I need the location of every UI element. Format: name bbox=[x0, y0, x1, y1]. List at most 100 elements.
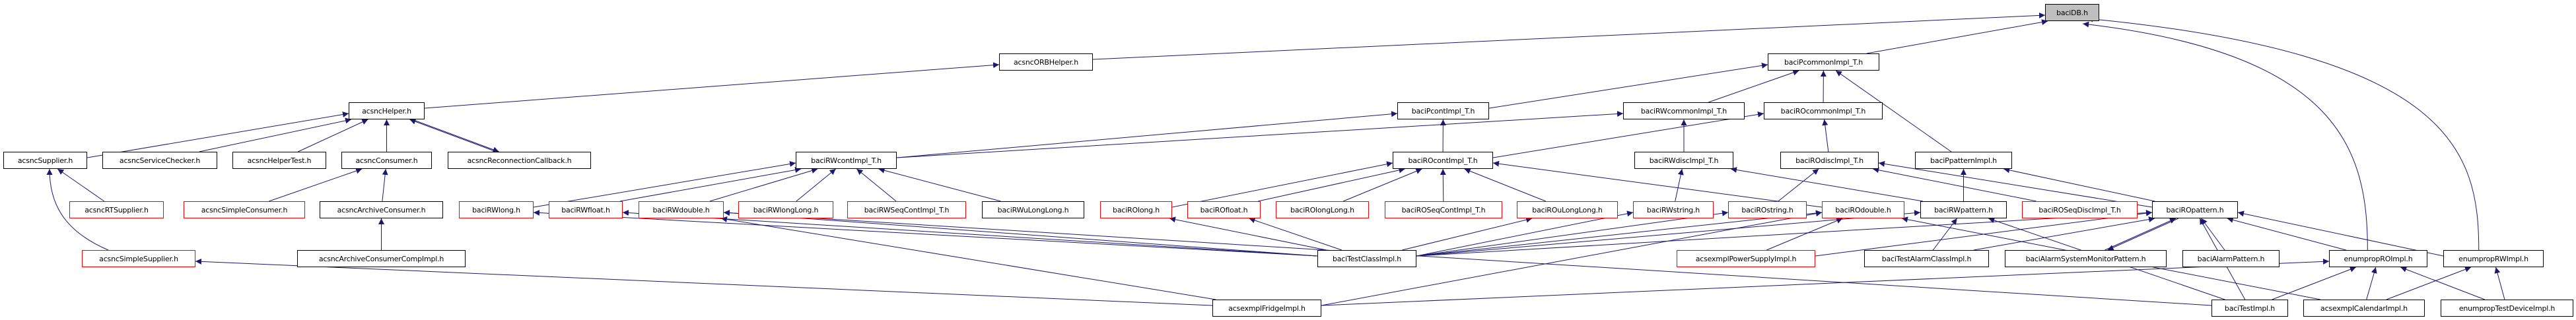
graph-node-bacirwulonglong[interactable]: baciRWuLongLong.h bbox=[982, 201, 1084, 218]
graph-node-enumproproimpl[interactable]: enumpropROImpl.h bbox=[2329, 250, 2427, 267]
edge-enumproproimpl-to-bacidb bbox=[2083, 21, 2368, 251]
graph-node-bacirwstring[interactable]: baciRWstring.h bbox=[1633, 201, 1714, 218]
graph-node-acsncsupplier[interactable]: acsncSupplier.h bbox=[3, 152, 87, 169]
edge-acsexmplcalendarimpl-to-enumproprwimpl bbox=[2386, 267, 2472, 300]
graph-node-bacitestclassimpl[interactable]: baciTestClassImpl.h bbox=[1317, 250, 1416, 267]
edge-acsncorbhelper-to-bacidb bbox=[1092, 12, 2046, 60]
graph-node-bacipcontimpl[interactable]: baciPcontImpl_T.h bbox=[1397, 102, 1489, 119]
graph-node-bacirwseqcontimpl[interactable]: baciRWSeqContImpl_T.h bbox=[847, 201, 966, 218]
graph-node-bacialarmpattern[interactable]: baciAlarmPattern.h bbox=[2182, 250, 2280, 267]
graph-node-baciroseqcontimpl[interactable]: baciROSeqContImpl_T.h bbox=[1385, 201, 1502, 218]
edge-bacirwcommonimpl-to-bacipcommonimpl bbox=[1708, 69, 1799, 103]
graph-node-bacirolonglong[interactable]: baciROlongLong.h bbox=[1276, 201, 1369, 218]
edge-bacirwlonglong-to-bacirwcontimpl bbox=[796, 168, 836, 202]
edge-baciropattern-to-bacirodiscimpl bbox=[1878, 160, 2153, 208]
edge-acsncrtsupplier-to-acsncsupplier bbox=[57, 168, 105, 202]
edge-bacirwfloat-to-bacirwcontimpl bbox=[619, 167, 802, 202]
graph-node-bacirwcommonimpl[interactable]: baciRWcommonImpl_T.h bbox=[1623, 102, 1745, 119]
graph-node-bacirwdiscimpl[interactable]: baciRWdiscImpl_T.h bbox=[1634, 152, 1733, 169]
graph-node-bacirwlonglong[interactable]: baciRWlongLong.h bbox=[738, 201, 833, 218]
edge-acsnchelper-to-acsncreconnectioncallback bbox=[412, 119, 499, 153]
edge-bacialarmsystemmonitorpattern-to-baciropattern bbox=[2105, 218, 2176, 251]
edge-acsexmplfridgeimpl-to-acsncsimplesupplier bbox=[195, 258, 1213, 306]
edge-acsexmplpowersupplyimpl-to-bacirodouble bbox=[1766, 218, 1843, 251]
edge-acsncservicechecker-to-acsnchelper bbox=[199, 117, 352, 152]
graph-node-bacirocommonimpl[interactable]: baciROcommonImpl_T.h bbox=[1764, 102, 1883, 119]
graph-node-bacirwdouble[interactable]: baciRWdouble.h bbox=[639, 201, 724, 218]
edge-baciropattern-to-bacialarmsystemmonitorpattern bbox=[2107, 218, 2179, 251]
graph-node-acsexmplpowersupplyimpl[interactable]: acsexmplPowerSupplyImpl.h bbox=[1677, 250, 1815, 267]
edge-bacirwcontimpl-to-bacirwcommonimpl bbox=[896, 111, 1624, 158]
edge-bacitestclassimpl-to-bacirolong bbox=[1169, 216, 1327, 251]
graph-node-baciropattern[interactable]: baciROpattern.h bbox=[2152, 201, 2238, 218]
edge-bacippatternimpl-to-bacipcommonimpl bbox=[1835, 70, 1952, 152]
graph-node-acsncsimpleconsumer[interactable]: acsncSimpleConsumer.h bbox=[184, 201, 305, 218]
graph-node-bacirwcontimpl[interactable]: baciRWcontImpl_T.h bbox=[796, 152, 897, 169]
edge-enumproprwimpl-to-bacidb bbox=[2087, 16, 2480, 251]
graph-node-bacirwfloat[interactable]: baciRWfloat.h bbox=[549, 201, 623, 218]
edge-enumproptestdeviceimpl-to-enumproproimpl bbox=[2400, 267, 2485, 300]
edge-bacitestclassimpl-to-bacirostring bbox=[1416, 210, 1729, 257]
graph-node-enumproprwimpl[interactable]: enumpropRWImpl.h bbox=[2443, 250, 2544, 267]
graph-node-bacitestalarmclassimpl[interactable]: baciTestAlarmClassImpl.h bbox=[1864, 250, 1989, 267]
graph-node-acsncconsumer[interactable]: acsncConsumer.h bbox=[341, 152, 432, 169]
graph-node-enumproptestdeviceimpl[interactable]: enumpropTestDeviceImpl.h bbox=[2441, 300, 2573, 317]
edge-acsnchelper-to-acsncorbhelper bbox=[424, 62, 1000, 109]
edge-bacipcommonimpl-to-bacidb bbox=[1866, 19, 2048, 54]
graph-node-bacialarmsystemmonitorpattern[interactable]: baciAlarmSystemMonitorPattern.h bbox=[2005, 250, 2167, 267]
graph-node-acsncrtsupplier[interactable]: acsncRTSupplier.h bbox=[69, 201, 164, 218]
graph-node-baciroulonglong[interactable]: baciROuLongLong.h bbox=[1517, 201, 1618, 218]
graph-node-acsnchelpertest[interactable]: acsncHelperTest.h bbox=[232, 152, 326, 169]
graph-node-bacipcommonimpl[interactable]: baciPcommonImpl_T.h bbox=[1768, 53, 1879, 71]
graph-node-bacirolong[interactable]: baciROlong.h bbox=[1100, 201, 1172, 218]
edge-baciroulonglong-to-bacirocontimpl bbox=[1464, 168, 1547, 202]
edge-bacipcontimpl-to-bacipcommonimpl bbox=[1488, 62, 1768, 109]
edge-bacitestclassimpl-to-bacirwpattern bbox=[1416, 210, 1921, 257]
edge-bacitestclassimpl-to-bacirofloat bbox=[1249, 217, 1342, 251]
edge-bacirwdouble-to-bacirwcontimpl bbox=[709, 168, 818, 202]
edge-bacirwlong-to-bacirwcontimpl bbox=[533, 161, 796, 208]
edge-bacirwstring-to-bacirwdiscimpl bbox=[1675, 168, 1684, 202]
edge-baciropattern-to-bacippatternimpl bbox=[2003, 167, 2155, 202]
edge-bacitestclassimpl-to-bacirwdouble bbox=[723, 210, 1318, 257]
edge-bacirofloat-to-bacirocontimpl bbox=[1257, 167, 1405, 202]
graph-node-baciroseqdiscimpl[interactable]: baciROSeqDiscImpl_T.h bbox=[2022, 201, 2138, 218]
graph-node-acsnchelper[interactable]: acsncHelper.h bbox=[349, 102, 425, 119]
edge-acsexmplfridgeimpl-to-bacirodouble bbox=[1321, 210, 1823, 306]
graph-node-acsexmplcalendarimpl[interactable]: acsexmplCalendarImpl.h bbox=[2303, 300, 2425, 317]
graph-node-acsncorbhelper[interactable]: acsncORBHelper.h bbox=[999, 53, 1093, 71]
edge-bacirocontimpl-to-bacirocommonimpl bbox=[1492, 112, 1764, 158]
graph-node-bacirofloat[interactable]: baciROfloat.h bbox=[1187, 201, 1261, 218]
graph-node-bacidb: baciDB.h bbox=[2045, 4, 2099, 21]
graph-node-bacippatternimpl[interactable]: baciPpatternImpl.h bbox=[1915, 152, 2012, 169]
edge-enumproprwimpl-to-baciropattern bbox=[2237, 210, 2444, 257]
edge-baciroseqcontimpl-to-bacirocontimpl bbox=[1440, 168, 1446, 202]
graph-node-acsncarchiveconsumer[interactable]: acsncArchiveConsumer.h bbox=[320, 201, 443, 218]
graph-node-acsexmplfridgeimpl[interactable]: acsexmplFridgeImpl.h bbox=[1212, 300, 1321, 317]
graph-node-bacitestimpl[interactable]: baciTestImpl.h bbox=[2211, 300, 2288, 317]
graph-node-bacirodouble[interactable]: baciROdouble.h bbox=[1822, 201, 1904, 218]
edge-bacitestalarmclassimpl-to-bacirwpattern bbox=[1932, 218, 1958, 251]
edge-acsnchelpertest-to-acsnchelper bbox=[297, 119, 368, 152]
edge-bacitestclassimpl-to-baciroulonglong bbox=[1402, 216, 1533, 251]
graph-node-bacirocontimpl[interactable]: baciROcontImpl_T.h bbox=[1393, 152, 1493, 169]
edge-bacirodiscimpl-to-bacirocommonimpl bbox=[1822, 119, 1829, 152]
edge-bacirwulonglong-to-bacirwcontimpl bbox=[878, 167, 1001, 202]
graph-node-acsncsimplesupplier[interactable]: acsncSimpleSupplier.h bbox=[82, 250, 195, 267]
graph-node-acsncservicechecker[interactable]: acsncServiceChecker.h bbox=[102, 152, 217, 169]
graph-node-bacirwlong[interactable]: baciRWlong.h bbox=[459, 201, 534, 218]
graph-node-acsncreconnectioncallback[interactable]: acsncReconnectionCallback.h bbox=[448, 152, 591, 169]
graph-node-bacirwpattern[interactable]: baciRWpattern.h bbox=[1920, 201, 2007, 218]
edge-acsncsimpleconsumer-to-acsncconsumer bbox=[269, 168, 363, 202]
graph-node-acsncarchiveconsumercompimpl[interactable]: acsncArchiveConsumerCompImpl.h bbox=[297, 250, 466, 267]
graph-node-bacirostring[interactable]: baciROstring.h bbox=[1728, 201, 1807, 218]
edge-bacirolonglong-to-bacirocontimpl bbox=[1342, 168, 1422, 202]
edge-acsncarchiveconsumer-to-acsncconsumer bbox=[382, 168, 388, 202]
edge-bacitestalarmclassimpl-to-baciropattern bbox=[1973, 216, 2155, 251]
graph-node-bacirodiscimpl[interactable]: baciROdiscImpl_T.h bbox=[1780, 152, 1879, 169]
edge-bacirwseqcontimpl-to-bacirwcontimpl bbox=[856, 168, 897, 202]
edge-acsncreconnectioncallback-to-acsnchelper bbox=[409, 118, 497, 152]
edge-acsncsupplier-to-acsnchelper bbox=[87, 112, 349, 158]
